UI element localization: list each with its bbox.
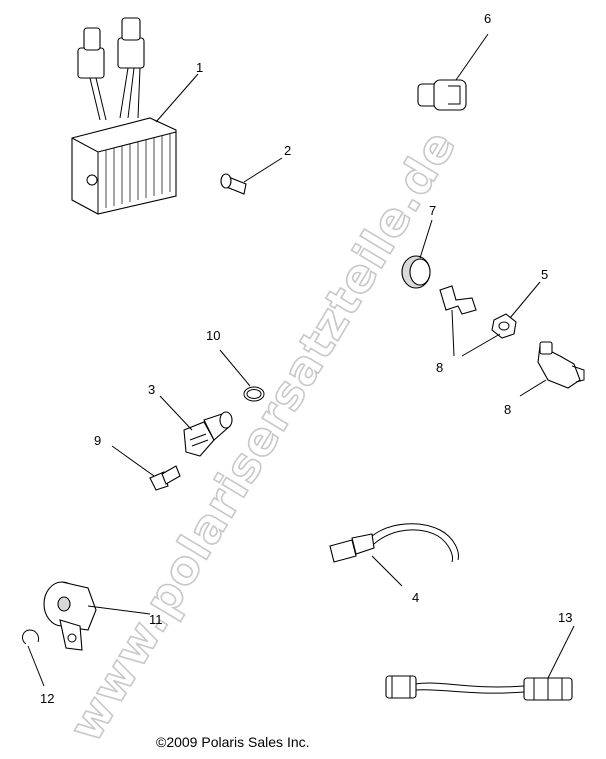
callout-labels: 1 2 3 4 5 6 7 8 8 9 10 11 12 13 (40, 11, 572, 706)
bushing (417, 79, 467, 111)
watermark: www.polarisersatzteile.de (58, 120, 466, 750)
knock-sensor (43, 581, 97, 651)
callout-4: 4 (412, 590, 419, 605)
callout-10: 10 (206, 328, 220, 343)
screw (220, 173, 247, 195)
callout-6: 6 (484, 11, 491, 26)
callout-7: 7 (429, 203, 436, 218)
voltage-regulator (71, 17, 177, 215)
callout-3: 3 (148, 382, 155, 397)
callout-11: 11 (149, 612, 163, 627)
leader-lines (27, 33, 575, 687)
callout-2: 2 (284, 143, 291, 158)
o-ring (243, 386, 265, 402)
harness (385, 675, 573, 701)
copyright-notice: ©2009 Polaris Sales Inc. (156, 734, 310, 750)
terminal (439, 285, 477, 315)
speed-sensor (183, 411, 233, 457)
callout-9: 9 (94, 433, 101, 448)
callout-8a: 8 (436, 360, 443, 375)
temperature-sensor (329, 523, 459, 563)
bolt (149, 465, 181, 491)
callout-8b: 8 (504, 402, 511, 417)
callout-5: 5 (541, 267, 548, 282)
callout-12: 12 (40, 691, 54, 706)
nut (491, 313, 517, 339)
switch (537, 341, 585, 389)
cap (401, 255, 431, 289)
clip (22, 629, 39, 645)
callout-1: 1 (196, 60, 203, 75)
callout-13: 13 (558, 610, 572, 625)
